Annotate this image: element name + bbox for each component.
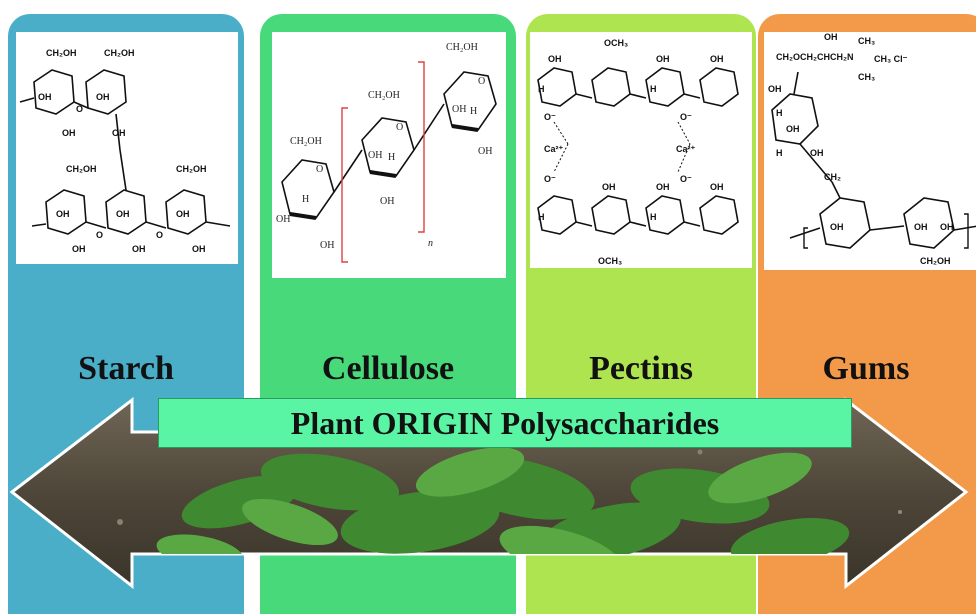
pectin-oh-4: OH [602, 182, 616, 192]
pectin-structure-svg: OCH₃ OCH₃ Ca²⁺ Ca²⁺ O⁻ O⁻ O⁻ O⁻ OH OH OH… [537, 38, 739, 266]
pectin-oh-5: OH [656, 182, 670, 192]
cellulose-ch2oh-2: CH₂OH [368, 90, 400, 101]
pectins-label: Pectins [589, 350, 693, 387]
cellulose-oh-4: OH [380, 196, 394, 207]
starch-ch2oh-1: CH₂OH [46, 48, 77, 58]
starch-structure-icon: CH₂OH CH₂OH OH OH OH OH O CH₂OH CH₂OH OH… [16, 32, 238, 264]
cellulose-o-1: O [316, 164, 323, 175]
pectin-ca-2: Ca²⁺ [676, 144, 696, 154]
gum-ch2oh: CH₂OH [920, 256, 951, 266]
title-banner: Plant ORIGIN Polysaccharides [158, 398, 852, 448]
starch-oh-10: OH [192, 244, 206, 254]
cellulose-ch2oh-1: CH₂OH [290, 136, 322, 147]
cellulose-label: Cellulose [321, 350, 455, 387]
pectin-oh-2: OH [656, 54, 670, 64]
starch-oh-3: OH [96, 92, 110, 102]
cellulose-h-2: H [388, 152, 395, 163]
cellulose-ch2oh-3: CH₂OH [446, 42, 478, 53]
gums-label: Gums [822, 350, 910, 387]
cellulose-oh-5: OH [452, 104, 466, 115]
pectin-h-3: H [538, 212, 545, 222]
cellulose-structure-svg: CH₂OH CH₂OH CH₂OH OH OH OH OH OH OH H H … [276, 42, 497, 263]
pectin-h-1: H [538, 84, 545, 94]
pectin-structure-icon: OCH₃ OCH₃ Ca²⁺ Ca²⁺ O⁻ O⁻ O⁻ O⁻ OH OH OH… [530, 32, 752, 268]
gum-h-1: H [776, 108, 783, 118]
gum-ch3-2: CH₃ [858, 72, 875, 82]
cellulose-n-subscript: n [428, 238, 433, 249]
cellulose-structure-icon: CH₂OH CH₂OH CH₂OH OH OH OH OH OH OH H H … [272, 32, 506, 278]
gum-structure-svg: OH CH₂OCH₂CHCH₂N CH₃ CH₃ Cl⁻ CH₃ OH H OH… [768, 32, 976, 266]
starch-structure-svg: CH₂OH CH₂OH OH OH OH OH O CH₂OH CH₂OH OH… [19, 48, 231, 254]
gum-side-chain: CH₂OCH₂CHCH₂N [776, 52, 854, 62]
gum-oh-4: OH [830, 222, 844, 232]
cellulose-o-2: O [396, 122, 403, 133]
pectin-ominus-3: O⁻ [544, 174, 556, 184]
starch-oh-2: OH [62, 128, 76, 138]
cellulose-o-3: O [478, 76, 485, 87]
gum-oh-3: OH [810, 148, 824, 158]
gum-h-2: H [776, 148, 783, 158]
starch-oh-4: OH [112, 128, 126, 138]
pectin-oh-1: OH [548, 54, 562, 64]
starch-oh-9: OH [132, 244, 146, 254]
pectin-och3-1: OCH₃ [604, 38, 628, 48]
gum-ch2: CH₂ [824, 172, 841, 182]
pectin-h-4: H [650, 212, 657, 222]
starch-oh-5: OH [56, 209, 70, 219]
gum-structure-icon: OH CH₂OCH₂CHCH₂N CH₃ CH₃ Cl⁻ CH₃ OH H OH… [764, 32, 976, 270]
pectin-oh-3: OH [710, 54, 724, 64]
starch-o-1: O [76, 104, 83, 114]
pectin-h-2: H [650, 84, 657, 94]
gum-oh-6: OH [940, 222, 954, 232]
cellulose-h-1: H [302, 194, 309, 205]
starch-o-3: O [156, 230, 163, 240]
pectin-oh-6: OH [710, 182, 724, 192]
starch-oh-6: OH [116, 209, 130, 219]
starch-ch2oh-3: CH₂OH [66, 164, 97, 174]
pectin-ominus-4: O⁻ [680, 174, 692, 184]
pectin-ca-1: Ca²⁺ [544, 144, 564, 154]
cellulose-oh-6: OH [478, 146, 492, 157]
gum-oh-2: OH [786, 124, 800, 134]
starch-ch2oh-4: CH₂OH [176, 164, 207, 174]
gum-oh-5: OH [914, 222, 928, 232]
cellulose-oh-2: OH [320, 240, 334, 251]
pectin-ominus-2: O⁻ [680, 112, 692, 122]
gum-oh-top: OH [824, 32, 838, 42]
cellulose-oh-3: OH [368, 150, 382, 161]
starch-oh-7: OH [176, 209, 190, 219]
starch-label: Starch [78, 350, 174, 387]
starch-o-2: O [96, 230, 103, 240]
starch-oh-1: OH [38, 92, 52, 102]
gum-ch3-cl: CH₃ Cl⁻ [874, 54, 908, 64]
gum-ch3-1: CH₃ [858, 36, 875, 46]
cellulose-oh-1: OH [276, 214, 290, 225]
cellulose-h-3: H [470, 106, 477, 117]
starch-ch2oh-2: CH₂OH [104, 48, 135, 58]
pectin-ominus-1: O⁻ [544, 112, 556, 122]
starch-oh-8: OH [72, 244, 86, 254]
gum-oh-1: OH [768, 84, 782, 94]
pectin-och3-2: OCH₃ [598, 256, 622, 266]
